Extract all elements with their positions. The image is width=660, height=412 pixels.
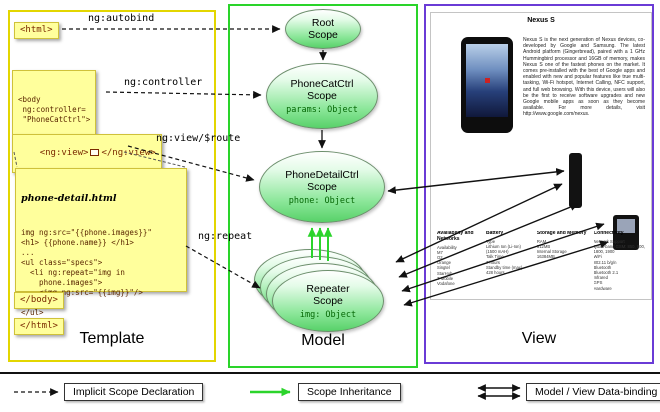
spec-item: Quad-band GSM: 850, 900, 1800, 1900 — [593, 244, 645, 255]
phone-screen-graphic — [484, 77, 490, 83]
html-close-tag-box: </html> — [14, 318, 64, 335]
phone-thumbnail-1 — [569, 153, 582, 208]
phonedetail-scope-name-line1: PhoneDetailCtrl — [285, 168, 359, 181]
view-page: Nexus S Nexus S is the next generation o… — [430, 12, 652, 300]
phonedetail-scope-prop: phone: Object — [288, 195, 356, 206]
phonecat-scope-name-line2: Scope — [307, 89, 337, 102]
ng-controller-label: ng:controller — [124, 77, 203, 88]
ng-view-open-tag: <ng:view> — [39, 148, 89, 158]
phone-thumbnail-2 — [613, 215, 639, 250]
placeholder-box-icon — [90, 149, 100, 156]
code-line: phone.images"> — [21, 278, 103, 287]
repeater-scope-name-line2: Scope — [313, 294, 343, 307]
repeater-scope-prop: img: Object — [299, 309, 357, 320]
body-open-lines: <body ng:controller= "PhoneCatCtrl"> — [18, 95, 90, 125]
phone-image — [461, 37, 513, 133]
spec-item: 428 hours — [485, 270, 505, 276]
template-column-label: Template — [79, 330, 145, 347]
legend-implicit-scope-declaration: Implicit Scope Declaration — [64, 383, 204, 401]
code-lines: img ng:src="{{phone.images}}"<h1> {{phon… — [21, 228, 181, 328]
phonedetail-scope-name-line2: Scope — [307, 180, 337, 193]
spec-item: Network Support — [593, 238, 625, 244]
repeater-scope-ellipse-front: Repeater Scope img: Object — [272, 270, 384, 332]
html-open-tag-box: <html> — [14, 22, 59, 39]
code-line: <li ng:repeat="img in — [21, 268, 125, 277]
view-column-label: View — [521, 330, 557, 347]
spec-item: Hardware — [593, 285, 612, 291]
phonedetailctrl-scope-ellipse: PhoneDetailCtrl Scope phone: Object — [259, 151, 385, 223]
code-line: img ng:src="{{phone.images}}" — [21, 228, 152, 237]
root-scope-name-line2: Scope — [308, 29, 338, 41]
spec-heading: Availability and Networks — [437, 231, 474, 242]
body-open-line: ng:controller= — [18, 105, 86, 114]
code-box-title: phone-detail.html — [21, 193, 117, 204]
ng-view-route-label: ng:view/$route — [156, 133, 241, 144]
spec-heading: Storage and Memory — [536, 231, 587, 236]
code-line: ... — [21, 248, 35, 257]
body-open-line: <body — [18, 95, 41, 104]
spec-item: Lithium Ion (Li-Ion) (1500 mAH) — [485, 244, 521, 255]
spec-item: 16384MB — [536, 254, 555, 260]
legend-scope-inheritance: Scope Inheritance — [298, 383, 401, 401]
code-line: <h1> {{phone.name}} </h1> — [21, 238, 134, 247]
template-panel — [8, 10, 216, 362]
repeater-scope-name-line1: Repeater — [306, 282, 350, 295]
ng-autobind-label: ng:autobind — [88, 13, 155, 24]
legend-data-binding: Model / View Data-binding — [526, 383, 660, 401]
spec-heading: Connectivity — [593, 231, 624, 236]
body-close-tag-box: </body> — [14, 292, 64, 309]
phone-detail-code-box: phone-detail.html img ng:src="{{phone.im… — [15, 168, 187, 327]
root-scope-ellipse: Root Scope — [285, 9, 361, 49]
view-page-title: Nexus S — [527, 17, 555, 24]
ng-repeat-label: ng:repeat — [198, 231, 253, 242]
spec-item: Vodafone — [437, 281, 455, 287]
code-line: </ul> — [21, 308, 44, 317]
phonecatctrl-scope-ellipse: PhoneCatCtrl Scope params: Object — [266, 63, 378, 129]
phonecat-scope-name-line1: PhoneCatCtrl — [290, 77, 354, 90]
spec-heading: Battery — [485, 231, 504, 236]
phonecat-scope-prop: params: Object — [286, 104, 358, 115]
phone-thumbnail-2-screen — [617, 219, 635, 233]
model-column-label: Model — [301, 332, 345, 349]
phone-screen — [466, 44, 508, 117]
ng-view-close-tag: </ng:view> — [101, 148, 156, 158]
code-line: <ul class="specs"> — [21, 258, 103, 267]
view-description: Nexus S is the next generation of Nexus … — [523, 37, 645, 118]
body-open-line: "PhoneCatCtrl"> — [18, 115, 91, 124]
root-scope-name-line1: Root — [311, 17, 335, 29]
